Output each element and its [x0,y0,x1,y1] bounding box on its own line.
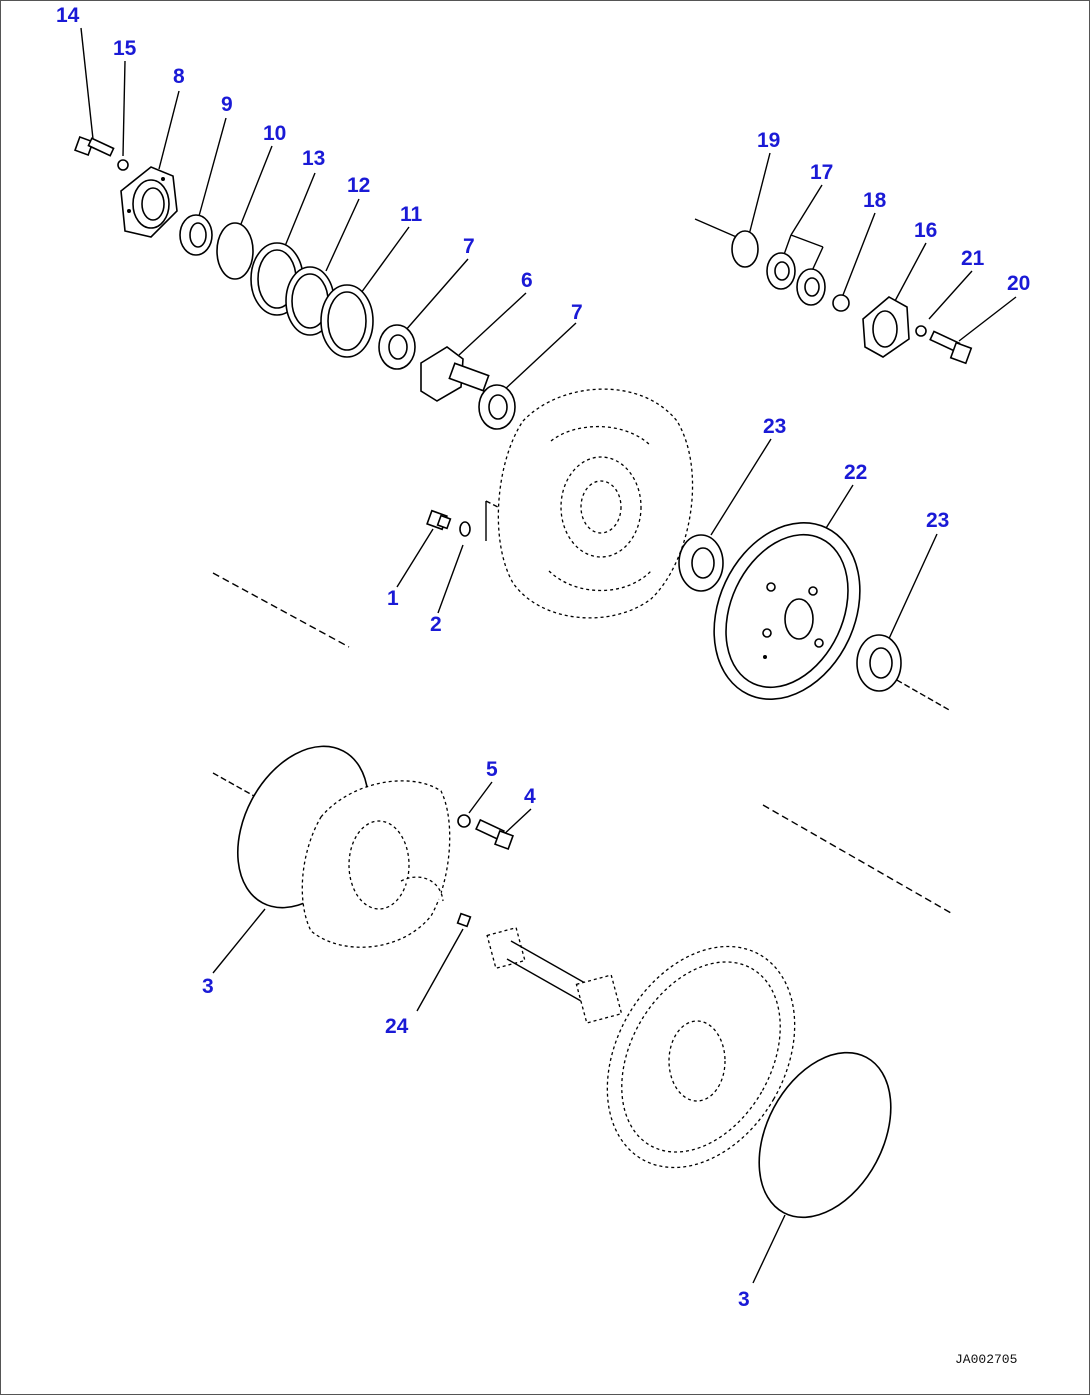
callout-24: 24 [385,1015,409,1038]
callout-7-upper: 7 [463,235,475,258]
callout-15: 15 [113,37,137,60]
planetary-carrier [606,945,796,1169]
o-ring-2 [459,521,471,537]
callout-10: 10 [263,122,286,145]
washer-21 [915,325,927,337]
callout-23-left: 23 [763,415,786,438]
oil-seal-9 [179,214,213,256]
bearing-23-right [856,634,902,692]
ball-18 [832,294,850,312]
cover-16 [862,296,910,358]
pinion-6 [420,346,490,402]
callout-14: 14 [56,4,80,27]
bearing-17 [766,252,826,306]
callout-11: 11 [400,203,423,226]
o-ring-10 [216,222,254,280]
callout-16: 16 [914,219,937,242]
drawing-code: JA002705 [955,1352,1017,1367]
bearing-7-lower [478,384,516,430]
plug-1 [426,509,452,531]
callout-1: 1 [387,587,399,610]
callout-22: 22 [844,461,867,484]
callout-4: 4 [524,785,536,808]
callout-8: 8 [173,65,185,88]
carrier-case [301,780,451,948]
callout-9: 9 [221,93,233,116]
washer-5 [457,814,471,828]
o-ring-19 [731,230,759,268]
differential-housing [497,388,694,619]
callout-20: 20 [1007,272,1030,295]
bolt-4 [475,818,514,850]
callout-7-lower: 7 [571,301,583,324]
callout-13: 13 [302,147,325,170]
bearing-23-left [678,534,724,592]
callout-21: 21 [961,247,985,270]
axle-shaft [486,926,623,1024]
callout-19: 19 [757,129,780,152]
ring-gear-22 [713,522,861,700]
bearing-7-upper [378,324,416,370]
callout-18: 18 [863,189,887,212]
washer-15 [117,159,129,171]
callout-3-left: 3 [202,975,214,998]
callout-5: 5 [486,758,498,781]
callout-2: 2 [430,613,442,636]
shim-11 [320,284,374,358]
nut-24 [456,912,472,928]
callout-23-right: 23 [926,509,949,532]
cover-8 [120,166,178,238]
callout-6: 6 [521,269,533,292]
callout-17: 17 [810,161,833,184]
callout-labels: 14 15 8 9 10 13 12 11 7 6 7 19 17 18 16 … [56,4,1030,1311]
callout-3-right: 3 [738,1288,750,1311]
callout-12: 12 [347,174,370,197]
bolt-14 [74,136,115,157]
o-ring-3-right [758,1051,892,1219]
bolt-20 [929,330,973,365]
